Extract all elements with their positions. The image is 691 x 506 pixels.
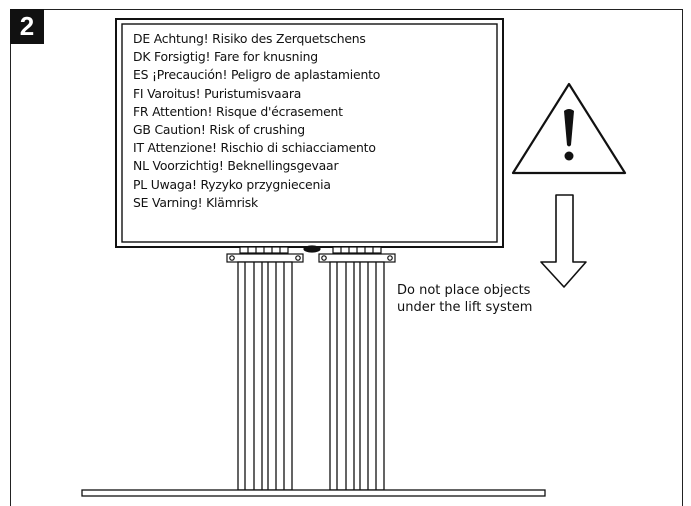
warning-list: DE Achtung! Risiko des Zerquetschens DK …	[133, 30, 380, 212]
warning-fi: FI Varoitus! Puristumisvaara	[133, 85, 302, 101]
warning-triangle-icon	[511, 82, 627, 175]
mounting-bracket	[226, 245, 396, 263]
warning-es: ES ¡Precaución! Peligro de aplastamiento	[133, 67, 381, 83]
notice-line-2: under the lift system	[397, 300, 533, 315]
placement-notice: Do not place objects under the lift syst…	[397, 282, 532, 316]
lift-column-left	[237, 261, 293, 491]
warning-se: SE Varning! Klämrisk	[133, 194, 258, 210]
warning-nl: NL Voorzichtig! Beknellingsgevaar	[133, 158, 339, 174]
instruction-frame	[10, 9, 683, 506]
down-arrow-icon	[540, 194, 587, 288]
warning-it: IT Attenzione! Rischio di schiacciamento	[133, 140, 376, 156]
warning-gb: GB Caution! Risk of crushing	[133, 122, 305, 138]
warning-de: DE Achtung! Risiko des Zerquetschens	[133, 31, 366, 46]
warning-pl: PL Uwaga! Ryzyko przygniecenia	[133, 176, 331, 192]
warning-fr: FR Attention! Risque d'écrasement	[133, 103, 343, 119]
step-number-badge: 2	[10, 9, 44, 44]
lift-column-right	[329, 261, 385, 491]
warning-dk: DK Forsigtig! Fare for knusning	[133, 49, 318, 65]
notice-line-1: Do not place objects	[397, 283, 531, 298]
base-plate	[81, 489, 546, 497]
